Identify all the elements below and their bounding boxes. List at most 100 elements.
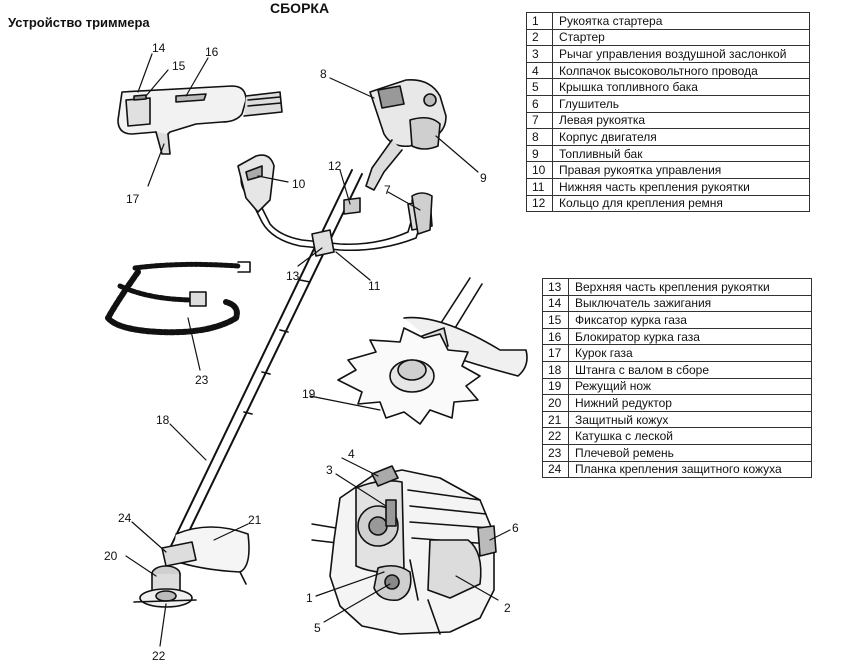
legend-text: Нижняя часть крепления рукоятки [552,177,810,196]
callout-11: 11 [368,279,381,293]
device-heading: Устройство триммера [8,15,150,30]
legend-text: Рычаг управления воздушной заслонкой [552,45,810,63]
legend-text: Катушка с леской [568,427,812,445]
callout-7: 7 [384,183,391,197]
assembly-heading: СБОРКА [270,0,330,16]
callout-1: 1 [306,591,313,605]
engine-small-drawing [365,79,447,191]
legend-text: Режущий нож [568,377,812,396]
legend-number: 21 [542,410,569,429]
legend-text: Фиксатор курка газа [568,311,812,329]
callout-5: 5 [314,621,321,635]
engine-detail-drawing [311,465,497,635]
legend-text: Выключатель зажигания [568,294,812,313]
legend-number: 13 [542,278,569,296]
legend-text: Крышка топливного бака [552,78,810,96]
handlebar-drawing [237,154,433,257]
callout-19: 19 [302,387,316,401]
callout-10: 10 [292,177,306,191]
callout-3: 3 [326,463,333,477]
legend-number: 11 [526,177,553,196]
legend-text: Левая рукоятка [552,111,810,130]
legend-number: 6 [526,94,553,113]
leader-lines [125,53,511,647]
callout-22: 22 [152,649,166,663]
callout-4: 4 [348,447,355,461]
callout-12: 12 [328,159,342,173]
legend-text: Нижний редуктор [568,394,812,412]
legend-number: 20 [542,394,569,412]
callout-6: 6 [512,521,519,535]
callout-18: 18 [156,413,170,427]
legend-text: Стартер [552,28,810,47]
blade-assembly-drawing [337,277,528,425]
legend-number: 16 [542,327,569,346]
legend-text: Планка крепления защитного кожуха [568,460,812,479]
legend-text: Блокиратор курка газа [568,327,812,346]
legend-text: Верхняя часть крепления рукоятки [568,278,812,296]
legend-text: Штанга с валом в сборе [568,360,812,379]
legend-number: 1 [526,12,553,30]
legend-number: 5 [526,78,553,96]
legend-text: Правая рукоятка управления [552,161,810,179]
callout-23: 23 [195,373,209,387]
callout-16: 16 [205,45,219,59]
callout-15: 15 [172,59,186,73]
callout-24: 24 [118,511,132,525]
legend-number: 19 [542,377,569,396]
legend-text: Плечевой ремень [568,443,812,462]
legend-number: 7 [526,111,553,130]
callout-8: 8 [320,67,327,81]
callout-numbers: 14 15 16 17 8 9 10 12 7 13 11 23 19 18 2… [104,41,519,663]
lower-head-drawing [133,526,250,608]
legend-text: Кольцо для крепления ремня [552,194,810,213]
legend-number: 4 [526,61,553,80]
shoulder-strap-drawing [105,261,251,336]
callout-13: 13 [286,269,300,283]
legend-number: 12 [526,194,553,213]
callout-17: 17 [126,192,140,206]
legend-text: Курок газа [568,344,812,362]
legend-text: Рукоятка стартера [552,12,810,30]
callout-20: 20 [104,549,118,563]
legend-number: 2 [526,28,553,47]
callout-2: 2 [504,601,511,615]
legend-number: 10 [526,161,553,179]
callout-21: 21 [248,513,262,527]
legend-number: 18 [542,360,569,379]
throttle-handle-drawing [117,85,283,155]
legend-number: 8 [526,128,553,146]
legend-number: 14 [542,294,569,313]
callout-9: 9 [480,171,487,185]
legend-text: Защитный кожух [568,410,812,429]
legend-number: 17 [542,344,569,362]
legend-number: 24 [542,460,569,479]
legend-number: 22 [542,427,569,445]
